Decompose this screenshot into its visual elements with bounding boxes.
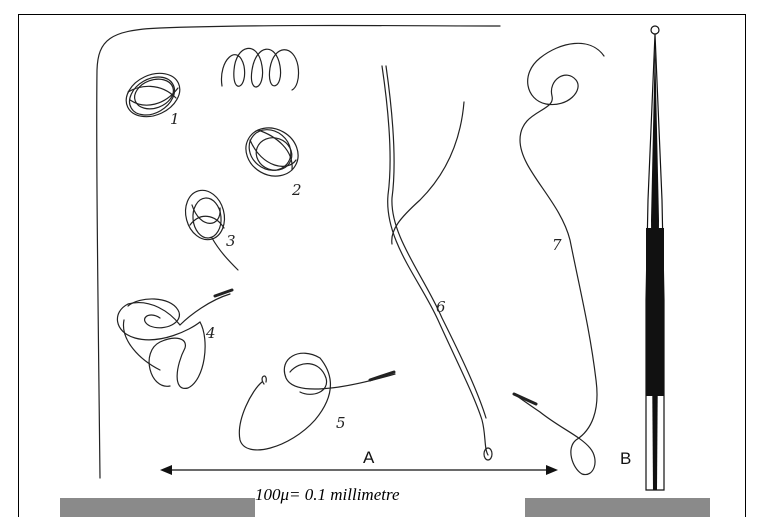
scale-arrow-a: [160, 465, 558, 475]
specimen-6-drawing: [382, 66, 492, 460]
specimen-b-drawing: [646, 26, 664, 490]
specimen-label-2: 2: [291, 181, 302, 199]
coiled-specimen-drawing: [221, 48, 298, 90]
left-gray-bar: [60, 498, 255, 517]
specimen-5-drawing: [239, 353, 395, 450]
enclosure-outline: [97, 26, 500, 479]
specimen-label-5: 5: [336, 414, 346, 432]
specimen-label-7: 7: [552, 236, 562, 254]
specimen-label-1: 1: [170, 110, 180, 128]
label-a: A: [363, 448, 375, 467]
right-gray-bar: [525, 498, 710, 517]
label-b: B: [620, 449, 631, 468]
specimen-3-drawing: [180, 186, 238, 270]
specimen-7-drawing: [514, 43, 604, 474]
scale-caption: 100μ= 0.1 millimetre: [255, 485, 515, 505]
specimen-label-3: 3: [226, 232, 236, 250]
specimen-2-drawing: [237, 119, 307, 186]
specimen-label-6: 6: [436, 298, 446, 316]
specimen-label-4: 4: [205, 324, 216, 342]
